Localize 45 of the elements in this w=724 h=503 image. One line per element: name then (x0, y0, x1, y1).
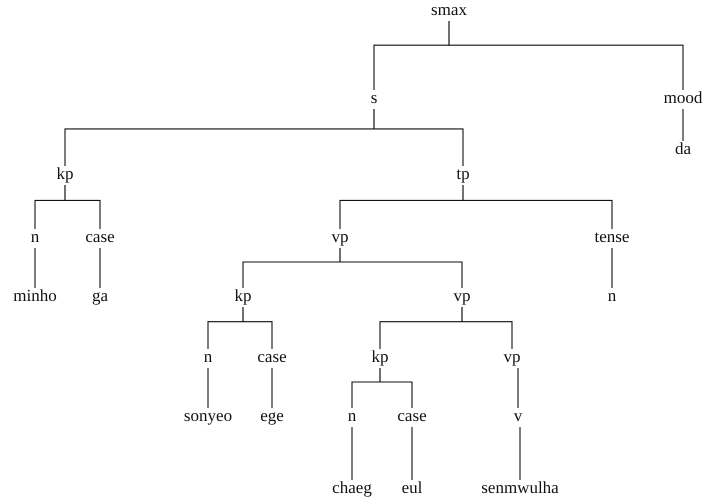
tree-label: eul (400, 478, 424, 498)
tree-label: v (512, 406, 524, 426)
tree-branch (351, 427, 353, 480)
tree-branch (519, 427, 521, 480)
tree-branch (271, 368, 273, 408)
tree-label: mood (662, 88, 704, 108)
tree-label: case (84, 227, 116, 247)
tree-branch (379, 368, 413, 408)
tree-label: da (674, 139, 692, 159)
tree-branch (34, 248, 36, 288)
tree-label: case (396, 406, 428, 426)
tree-label: vp (330, 227, 350, 247)
tree-label: ege (259, 406, 285, 426)
tree-branch (611, 248, 613, 288)
tree-label: n (30, 227, 40, 247)
tree-label: senmwulha (480, 478, 560, 498)
tree-label: sonyeo (182, 406, 234, 426)
tree-branch (64, 185, 101, 229)
tree-label: kp (370, 347, 390, 367)
tree-branch (462, 185, 613, 229)
tree-branch (242, 307, 273, 349)
tree-label: n (346, 406, 358, 426)
tree-label: chaeg (331, 478, 373, 498)
tree-label: case (256, 347, 288, 367)
tree-branch (373, 109, 464, 166)
tree-branch (411, 427, 413, 480)
tree-label: minho (12, 286, 58, 306)
tree-label: smax (430, 0, 468, 20)
tree-label: tp (455, 164, 471, 184)
tree-label: s (370, 88, 378, 108)
tree-label: kp (234, 286, 252, 306)
tree-branch (461, 307, 513, 349)
tree-branch (99, 248, 101, 288)
tree-label: n (606, 286, 618, 306)
tree-branch (339, 248, 463, 288)
tree-branch (448, 21, 684, 90)
tree-label: vp (452, 286, 472, 306)
tree-label: ga (90, 286, 110, 306)
tree-branch (517, 368, 519, 408)
tree-branch (207, 368, 209, 408)
tree-label: tense (594, 227, 630, 247)
tree-branch (682, 109, 684, 141)
tree-label: n (202, 347, 214, 367)
tree-label: kp (56, 164, 74, 184)
tree-label: vp (502, 347, 522, 367)
